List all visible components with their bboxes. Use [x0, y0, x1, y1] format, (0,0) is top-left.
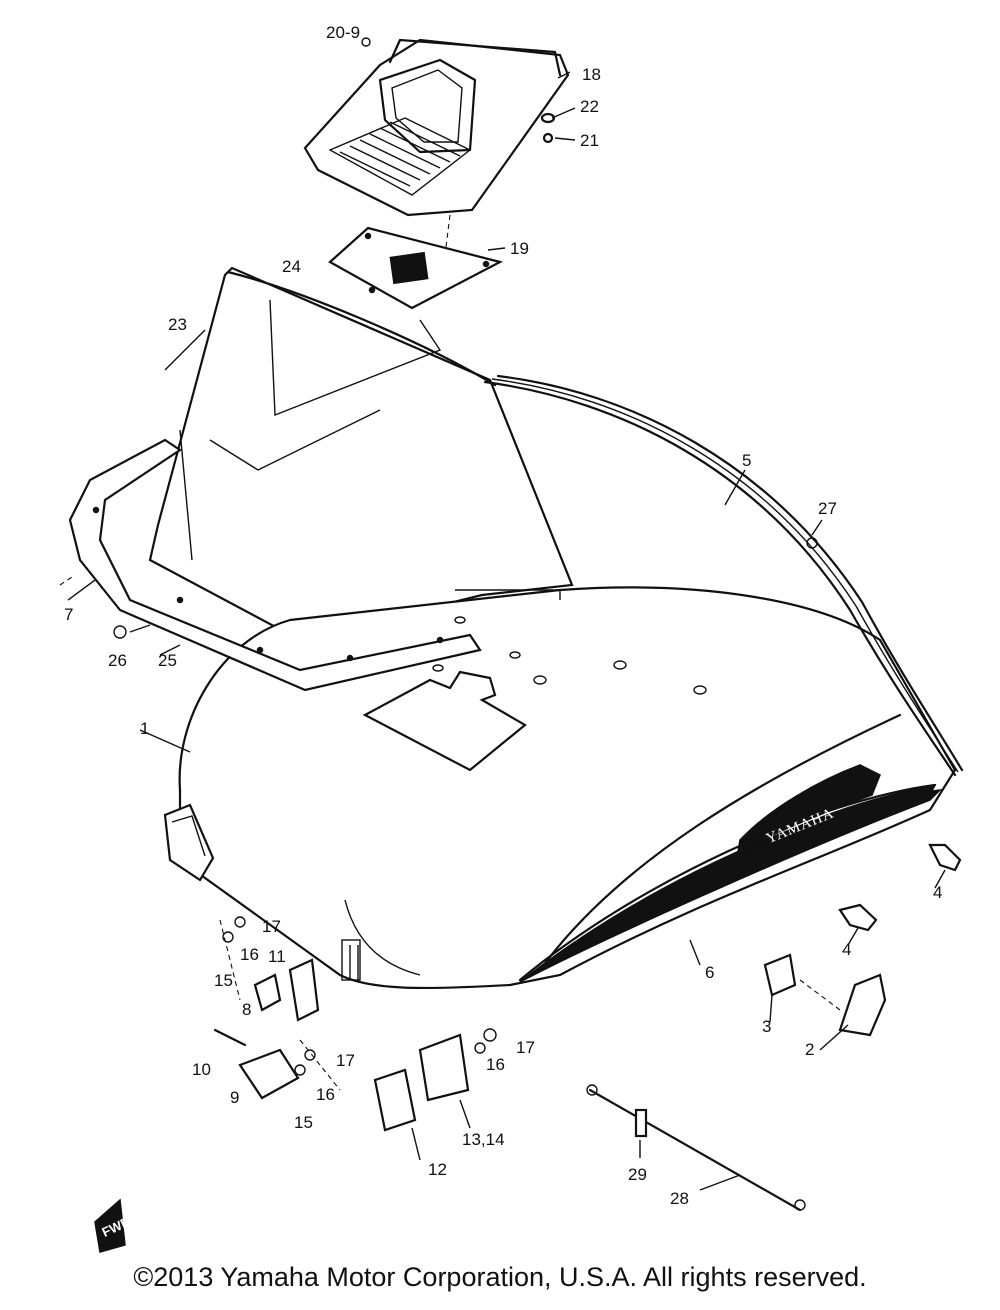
callout-28: 28 — [670, 1189, 689, 1208]
scoop-grille — [339, 121, 461, 187]
callout-23: 23 — [168, 315, 187, 334]
callout-17b: 17 — [336, 1051, 355, 1070]
callout-24: 24 — [282, 257, 301, 276]
callouts: 1 2 3 4 4 5 6 7 8 9 10 11 12 13,14 15 15… — [64, 23, 942, 1208]
callout-15a: 15 — [214, 971, 233, 990]
callout-21: 21 — [580, 131, 599, 150]
windshield-trim — [68, 438, 482, 692]
hood-moulding — [483, 374, 964, 777]
leader-lines — [67, 71, 946, 1191]
callout-18: 18 — [582, 65, 601, 84]
callout-17a: 17 — [262, 917, 281, 936]
callout-13-14: 13,14 — [462, 1130, 505, 1149]
callout-8: 8 — [242, 1000, 251, 1019]
callout-26: 26 — [108, 651, 127, 670]
callout-16b: 16 — [316, 1085, 335, 1104]
callout-15b: 15 — [294, 1113, 313, 1132]
callout-16c: 16 — [486, 1055, 505, 1074]
main-hood: YAMAHA — [163, 586, 957, 990]
callout-4a: 4 — [933, 883, 942, 902]
windshield — [148, 266, 574, 642]
callout-20-9: 20-9 — [326, 23, 360, 42]
callout-22: 22 — [580, 97, 599, 116]
callout-5: 5 — [742, 451, 751, 470]
callout-12: 12 — [428, 1160, 447, 1179]
copyright-notice: ©2013 Yamaha Motor Corporation, U.S.A. A… — [133, 1262, 867, 1292]
callout-17c: 17 — [516, 1038, 535, 1057]
callout-6: 6 — [705, 963, 714, 982]
callout-3: 3 — [762, 1017, 771, 1036]
callout-19: 19 — [510, 239, 529, 258]
callout-1: 1 — [140, 719, 149, 738]
callout-2: 2 — [805, 1040, 814, 1059]
callout-25: 25 — [158, 651, 177, 670]
small-parts: FWD — [59, 37, 962, 1253]
callout-10: 10 — [192, 1060, 211, 1079]
callout-29: 29 — [628, 1165, 647, 1184]
callout-16a: 16 — [240, 945, 259, 964]
callout-9: 9 — [230, 1088, 239, 1107]
filter-plate — [328, 226, 504, 310]
callout-11: 11 — [268, 947, 286, 966]
callout-27: 27 — [818, 499, 837, 518]
callout-7: 7 — [64, 605, 73, 624]
parts-diagram: YAMAHA — [59, 23, 964, 1253]
air-duct-scoop — [303, 38, 570, 256]
callout-4b: 4 — [842, 940, 851, 959]
